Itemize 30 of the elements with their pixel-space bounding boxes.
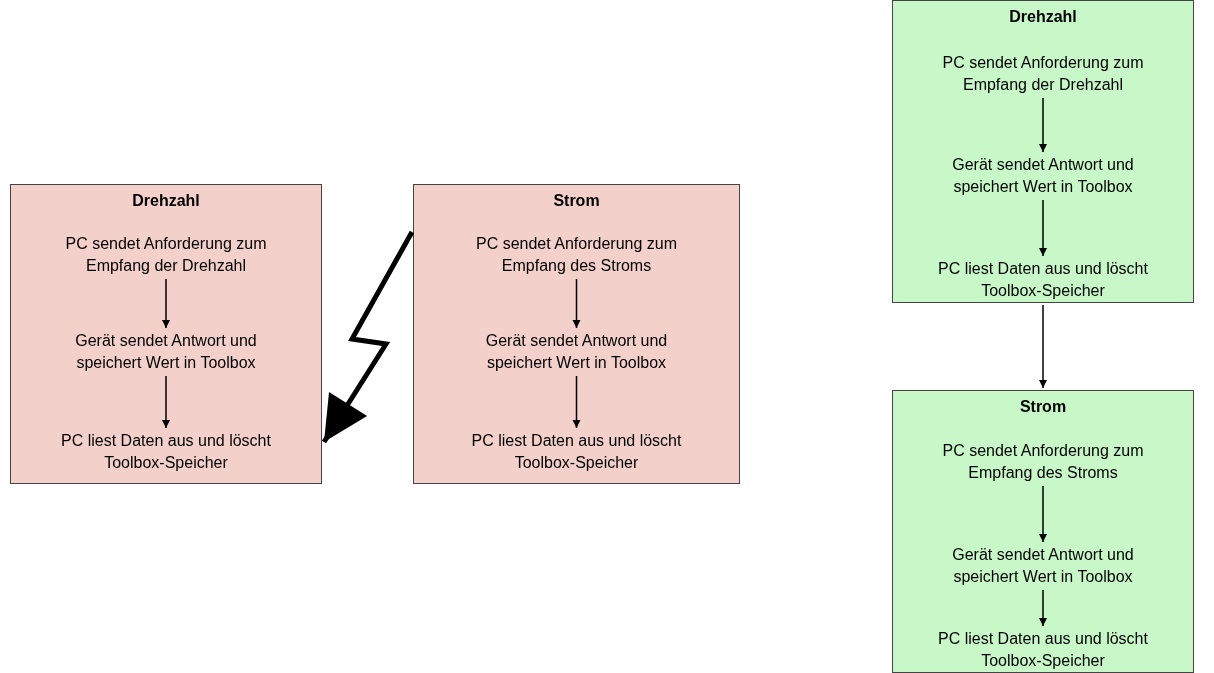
step-text: Gerät sendet Antwort und speichert Wert in Toolbox — [932, 154, 1154, 198]
lightning-arrow — [321, 230, 415, 444]
step-text: Gerät sendet Antwort und speichert Wert in Toolbox — [932, 544, 1154, 588]
process-group-box — [892, 0, 1194, 303]
arrow — [162, 375, 170, 429]
step-text: PC sendet Anforderung zum Empfang des Stroms — [932, 440, 1154, 484]
step-text: Gerät sendet Antwort und speichert Wert in Toolbox — [55, 330, 277, 374]
arrow — [1039, 589, 1047, 627]
group-heading: Strom — [1018, 397, 1068, 417]
arrow — [572, 375, 581, 429]
arrow — [1039, 485, 1047, 543]
arrow — [1039, 199, 1047, 257]
step-text: Gerät sendet Antwort und speichert Wert in Toolbox — [465, 330, 688, 374]
arrow — [572, 278, 581, 329]
step-text: PC sendet Anforderung zum Empfang des Stroms — [465, 233, 688, 277]
process-group-box — [413, 184, 740, 484]
arrow — [162, 278, 170, 329]
step-text: PC liest Daten aus und löscht Toolbox-Speicher — [465, 430, 688, 474]
group-heading: Drehzahl — [131, 191, 201, 211]
group-heading: Strom — [552, 191, 601, 211]
arrow — [1039, 97, 1047, 153]
group-heading: Drehzahl — [1008, 7, 1078, 27]
process-group-box — [892, 390, 1194, 673]
arrow — [1039, 304, 1047, 389]
process-group-box — [10, 184, 322, 484]
step-text: PC sendet Anforderung zum Empfang der Drehzahl — [55, 233, 277, 277]
step-text: PC liest Daten aus und löscht Toolbox-Speicher — [55, 430, 277, 474]
step-text: PC liest Daten aus und löscht Toolbox-Speicher — [932, 628, 1154, 672]
step-text: PC sendet Anforderung zum Empfang der Drehzahl — [932, 52, 1154, 96]
step-text: PC liest Daten aus und löscht Toolbox-Speicher — [932, 258, 1154, 302]
